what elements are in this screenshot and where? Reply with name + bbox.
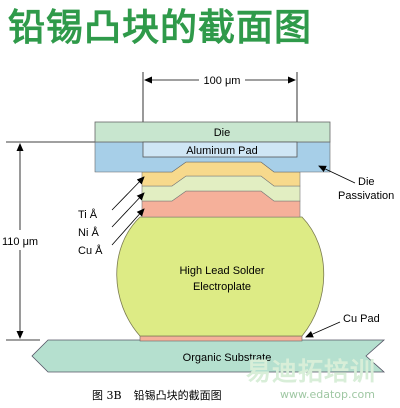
page-title: 铅锡凸块的截面图: [8, 6, 312, 49]
ti-label: Ti Å: [78, 208, 98, 221]
width-dimension-label: 100 μm: [204, 75, 241, 87]
die: [94, 121, 331, 143]
die-label: Die: [214, 127, 231, 139]
passivation-label-line1: Die: [358, 176, 375, 188]
layer-callouts: Ti Å Ni Å Cu Å: [78, 176, 145, 257]
aluminum-pad: [142, 141, 298, 158]
cu-pad-label: Cu Pad: [343, 313, 380, 325]
height-dimension-label: 110 μm: [2, 236, 38, 248]
watermark-url: www.edatop.com: [280, 388, 375, 401]
substrate-label: Organic Substrate: [183, 352, 272, 364]
watermark-brand: 易迪拓培训: [246, 357, 377, 386]
solder-label-line1: High Lead Solder: [179, 265, 264, 277]
cu-label: Cu Å: [78, 244, 103, 257]
ni-label: Ni Å: [78, 226, 99, 239]
passivation-label-line2: Passivation: [338, 190, 394, 202]
height-dimension: 110 μm: [2, 141, 95, 341]
aluminum-pad-label: Aluminum Pad: [186, 145, 258, 157]
passivation-callout: Die Passivation: [318, 165, 394, 202]
figure-number: 图 3B: [92, 389, 122, 402]
figure-caption: 图 3B 铅锡凸块的截面图: [92, 387, 222, 403]
cu-pad-callout: Cu Pad: [305, 313, 380, 338]
solder-ball: [116, 216, 325, 337]
width-dimension: 100 μm: [142, 72, 298, 124]
solder-label-line2: Electroplate: [193, 281, 251, 293]
cu-pad: [139, 335, 303, 342]
caption-text: 铅锡凸块的截面图: [133, 389, 222, 402]
organic-substrate: [31, 339, 386, 373]
